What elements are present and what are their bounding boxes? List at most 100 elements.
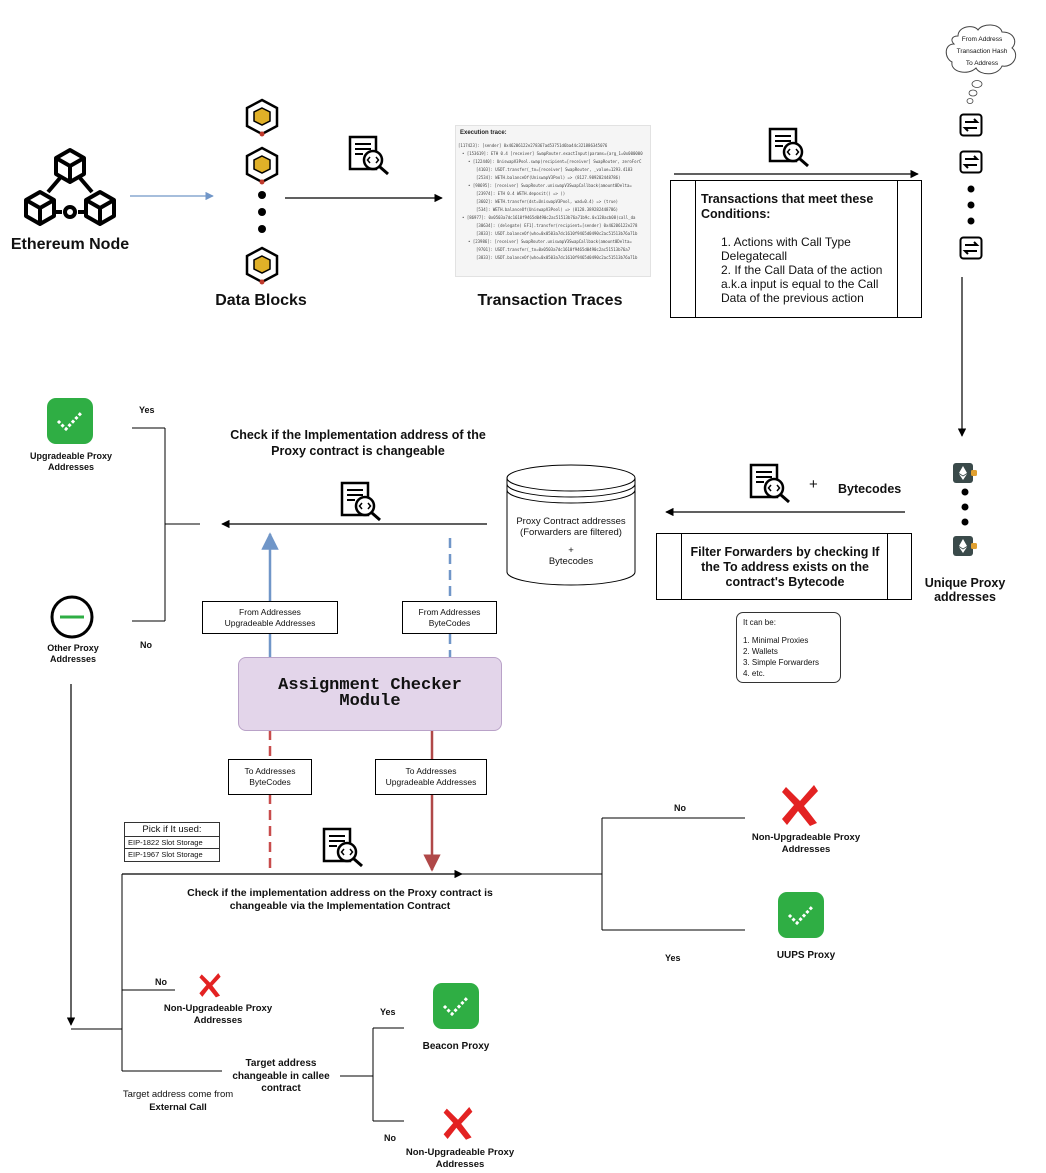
conditions-box: Transactions that meet these Conditions:…	[670, 180, 922, 318]
list-item: 3. Simple Forwarders	[743, 658, 820, 667]
ellipsis-dots	[961, 488, 969, 526]
uups-proxy-label: UUPS Proxy	[776, 950, 836, 961]
cloud-line: To Address	[965, 60, 999, 67]
database-text: Proxy Contract addresses (Forwarders are…	[505, 516, 637, 567]
to-bytecodes-box: To Addresses ByteCodes	[228, 759, 312, 795]
target-external-text: Target address come from External Call	[108, 1088, 248, 1114]
from-bytecodes-box: From Addresses ByteCodes	[402, 601, 497, 634]
box-line: From Addresses	[418, 606, 481, 617]
code-inspect-icon	[322, 827, 363, 868]
red-x-icon	[782, 785, 818, 826]
ellipsis-dots	[258, 191, 266, 233]
other-proxy-label: Other Proxy Addresses	[47, 643, 99, 664]
module-line: Assignment Checker	[278, 676, 462, 695]
red-x-icon	[443, 1107, 473, 1140]
box-line: ByteCodes	[249, 777, 291, 787]
green-check-icon	[433, 983, 479, 1029]
wallet-icon	[953, 536, 977, 556]
pick-item: EIP-1967 Slot Storage	[128, 850, 203, 859]
pick-title: Pick if It used:	[142, 824, 202, 835]
condition-item-2: 2. If the Call Data of the action a.k.a …	[721, 263, 883, 305]
trace-title: Execution trace:	[460, 130, 507, 136]
list-item: 4. etc.	[743, 669, 765, 678]
db-line: Bytecodes	[548, 556, 594, 567]
upgradeable-proxy-label: Upgradeable Proxy Addresses	[29, 451, 113, 472]
check-implementation-2-text: Check if the implementation address on t…	[187, 887, 493, 912]
condition-item-1: 1. Actions with Call Type Delegatecall	[721, 235, 851, 263]
yes-label: Yes	[380, 1007, 396, 1017]
non-upgradeable-label: Non-Upgradeable Proxy Addresses	[751, 832, 861, 855]
trace-line: [4103]: USDT.transfer(_to=[receiver] Swa…	[476, 167, 633, 172]
box-line: To Addresses	[244, 766, 296, 776]
no-label: No	[674, 803, 686, 813]
box-line: To Addresses	[405, 766, 457, 776]
it-can-be-list: 1. Minimal Proxies 2. Wallets 3. Simple …	[743, 635, 819, 679]
red-x-icon	[199, 973, 221, 998]
trace-line: [23974]: ETH 0.4 WETH.deposit() => ()	[476, 191, 566, 196]
it-can-be-box: It can be: 1. Minimal Proxies 2. Wallets…	[736, 612, 841, 683]
check-implementation-text: Check if the Implementation address of t…	[230, 428, 486, 458]
code-inspect-icon	[340, 481, 381, 522]
trace-line: [30634]: (delegate) EF1].transfer(recipi…	[476, 223, 638, 228]
transaction-trace-screenshot: Execution trace: [117423]: [sender] 0x46…	[455, 125, 651, 277]
list-item: 2. Wallets	[743, 647, 778, 656]
no-label: No	[140, 640, 152, 650]
box-line: Upgradeable Addresses	[224, 617, 316, 628]
cloud-line: Transaction Hash	[956, 48, 1008, 55]
list-item: 1. Minimal Proxies	[743, 636, 809, 645]
ellipsis-dots	[967, 185, 975, 225]
beacon-proxy-label: Beacon Proxy	[422, 1041, 490, 1052]
wallet-icon	[953, 463, 977, 483]
trace-line: [3833]: USDT.balanceOf(who=0x0503a7dc161…	[476, 231, 638, 236]
transfer-icon	[959, 113, 983, 137]
transfer-icon	[959, 150, 983, 174]
module-line: Module	[339, 692, 401, 711]
filter-forwarders-box: Filter Forwarders by checking If the To …	[656, 533, 912, 600]
ethereum-node-label: Ethereum Node	[10, 236, 130, 253]
thought-cloud-shape	[945, 24, 1017, 75]
code-inspect-icon	[768, 127, 809, 168]
trace-line: [534]: WETH.balanceOf(UniswapV3Pool) => …	[476, 207, 619, 212]
pick-storage-box: Pick if It used: EIP-1822 Slot Storage E…	[124, 822, 220, 862]
yes-label: Yes	[665, 953, 681, 963]
trace-line: • [23986]: [receiver] SwapRouter.uniswap…	[468, 239, 632, 244]
green-check-icon	[47, 398, 93, 444]
trace-line: [2534]: WETH.balanceOf(UniswapV3Pool) =>…	[476, 175, 621, 180]
to-upgradeable-box: To Addresses Upgradeable Addresses	[375, 759, 487, 795]
db-plus: +	[568, 545, 574, 556]
trace-line: [3602]: WETH.transfer(dst=UniswapV3Pool,…	[476, 199, 619, 204]
conditions-title: Transactions that meet these Conditions:	[701, 192, 874, 221]
data-block-icon	[245, 246, 279, 285]
database-cylinder	[506, 464, 636, 586]
bytecodes-label: Bytecodes	[838, 482, 902, 496]
trace-line: [3833]: USDT.balanceOf(who=0x0503a7dc161…	[476, 255, 638, 260]
code-inspect-icon	[749, 463, 790, 504]
cloud-text: From Address Transaction Hash To Address	[950, 34, 1014, 70]
data-block-icon	[245, 146, 279, 185]
trace-line: • [98695]: [receiver] SwapRouter.uniswap…	[468, 183, 632, 188]
target-changeable-text: Target address changeable in callee cont…	[232, 1058, 330, 1094]
db-line: Proxy Contract addresses	[516, 516, 626, 527]
ethereum-node-icon	[24, 148, 116, 226]
pick-item: EIP-1822 Slot Storage	[128, 838, 203, 847]
from-upgradeable-box: From Addresses Upgradeable Addresses	[202, 601, 338, 634]
box-line: ByteCodes	[428, 617, 471, 628]
trace-line: • [122440]: UniswapV3Pool.swap(recipient…	[468, 159, 642, 164]
unique-proxy-label: Unique Proxy addresses	[924, 576, 1006, 604]
filter-forwarders-text: Filter Forwarders by checking If the To …	[690, 545, 880, 589]
yes-label: Yes	[139, 405, 155, 415]
green-check-icon	[778, 892, 824, 938]
trace-line: [9701]: USDT.transfer(_to=0x0503a7dc1610…	[476, 247, 631, 252]
code-inspect-icon	[348, 135, 389, 176]
no-label: No	[155, 977, 167, 987]
db-line: (Forwarders are filtered)	[520, 527, 622, 538]
trace-line: [117423]: [sender] 0x46206122e278367ad53…	[458, 143, 608, 148]
cloud-line: From Address	[961, 36, 1003, 43]
no-label: No	[384, 1133, 396, 1143]
it-can-be-title: It can be:	[743, 618, 776, 627]
trace-line: • [86977]: 0x0503a7dc1610f9465d0490c2ac5…	[462, 215, 636, 220]
transaction-traces-label: Transaction Traces	[477, 292, 623, 309]
data-block-icon	[245, 98, 279, 137]
module-text: Assignment Checker Module	[278, 676, 462, 711]
